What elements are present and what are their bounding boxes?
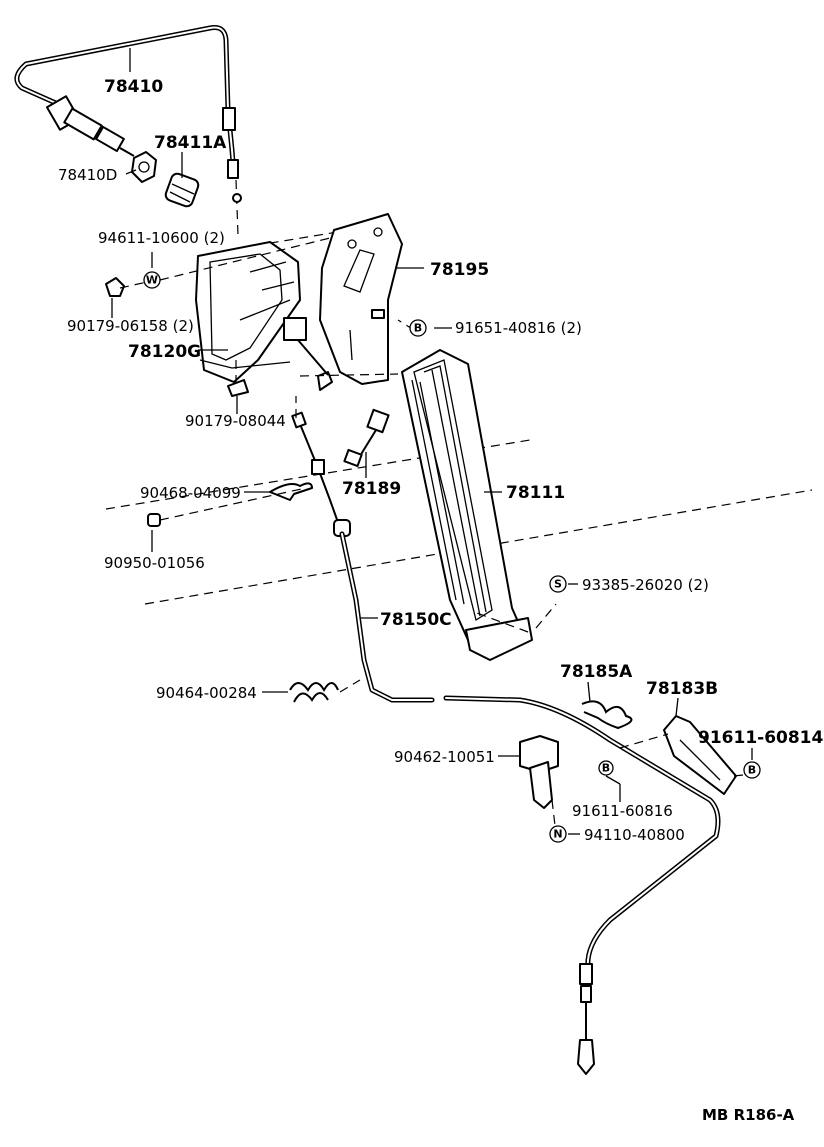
bolt-badge-2: B — [743, 761, 761, 779]
label-78189: 78189 — [342, 479, 401, 499]
label-91651: 91651-40816 (2) — [455, 319, 582, 337]
adjust-nut — [131, 151, 157, 183]
diagram-code: MB R186-A — [702, 1106, 795, 1124]
screw-badge-label: S — [554, 578, 562, 591]
bolt-badge-3-label: B — [602, 762, 610, 775]
label-78411A: 78411A — [154, 133, 227, 153]
label-78183B: 78183B — [646, 679, 718, 699]
nut-upper — [105, 277, 125, 297]
label-94110: 94110-40800 — [584, 826, 685, 844]
label-93385: 93385-26020 (2) — [582, 576, 709, 594]
label-78410D: 78410D — [58, 166, 117, 184]
bolt-badge-2-label: B — [748, 764, 756, 777]
label-78185A: 78185A — [560, 662, 633, 682]
bolt-badge: B — [409, 319, 427, 337]
accelerator-cable-upper — [14, 25, 242, 236]
accelerator-cable-lower — [291, 411, 721, 1075]
washer-badge: W — [143, 271, 161, 289]
cable-clip — [269, 482, 313, 501]
bolt-badge-label: B — [414, 322, 422, 335]
nut-badge-label: N — [553, 828, 562, 841]
label-90179-08044: 90179-08044 — [185, 412, 286, 430]
label-78410: 78410 — [104, 77, 163, 97]
accelerator-pedal — [401, 349, 533, 661]
label-78195: 78195 — [430, 260, 489, 280]
label-90468: 90468-04099 — [140, 484, 241, 502]
label-78120G: 78120G — [128, 342, 201, 362]
small-grommet — [147, 513, 161, 527]
nut-lower — [227, 379, 249, 397]
screw-badge: S — [549, 575, 567, 593]
stopper-bolt — [343, 408, 390, 468]
label-90179-06158: 90179-06158 (2) — [67, 317, 194, 335]
cable-cushion — [164, 172, 200, 208]
label-90950: 90950-01056 — [104, 554, 205, 572]
bolt-badge-3: B — [598, 760, 614, 776]
pedal-bracket — [195, 241, 333, 391]
label-90464: 90464-00284 — [156, 684, 257, 702]
return-spring — [581, 700, 633, 730]
label-78150C: 78150C — [380, 610, 452, 630]
washer-badge-label: W — [146, 274, 158, 287]
cable-clamp-block — [519, 735, 559, 809]
label-90462: 90462-10051 — [394, 748, 495, 766]
pedal-plate — [319, 213, 403, 385]
label-91611-60814: 91611-60814 — [698, 728, 824, 748]
label-94611: 94611-10600 (2) — [98, 229, 225, 247]
nut-badge: N — [549, 825, 567, 843]
cable-clamp — [289, 682, 339, 703]
label-91611-60816: 91611-60816 — [572, 802, 673, 820]
label-78111: 78111 — [506, 483, 565, 503]
